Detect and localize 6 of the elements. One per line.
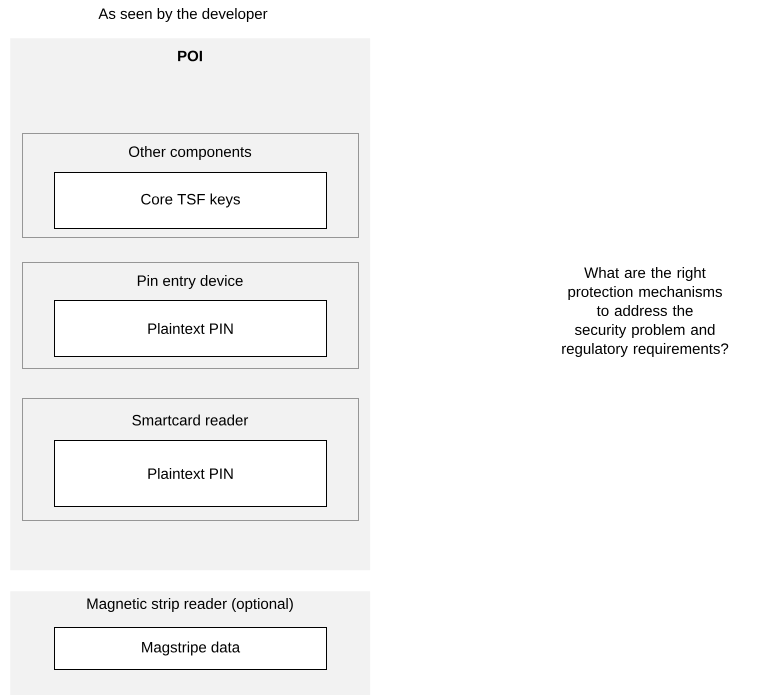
title: As seen by the developer xyxy=(98,8,268,22)
key-box: Plaintext PIN xyxy=(54,300,327,357)
key-box: Magstripe data xyxy=(54,627,327,670)
key-box: Plaintext PIN xyxy=(54,440,327,507)
question-text: What are the right protection mechanisms to address the security problem and regulatory requirements? xyxy=(562,267,728,357)
key-box: Core TSF keys xyxy=(54,172,327,229)
